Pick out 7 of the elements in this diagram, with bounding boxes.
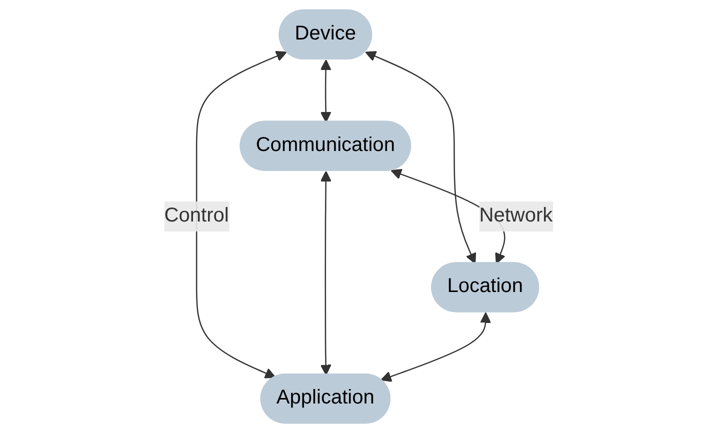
edge-label: Control [164,205,229,227]
arrow [365,51,476,264]
arrow [380,312,492,382]
arrow [196,50,287,378]
arrow [320,170,332,376]
arrow [320,59,332,123]
edge-label: Network [479,205,553,227]
